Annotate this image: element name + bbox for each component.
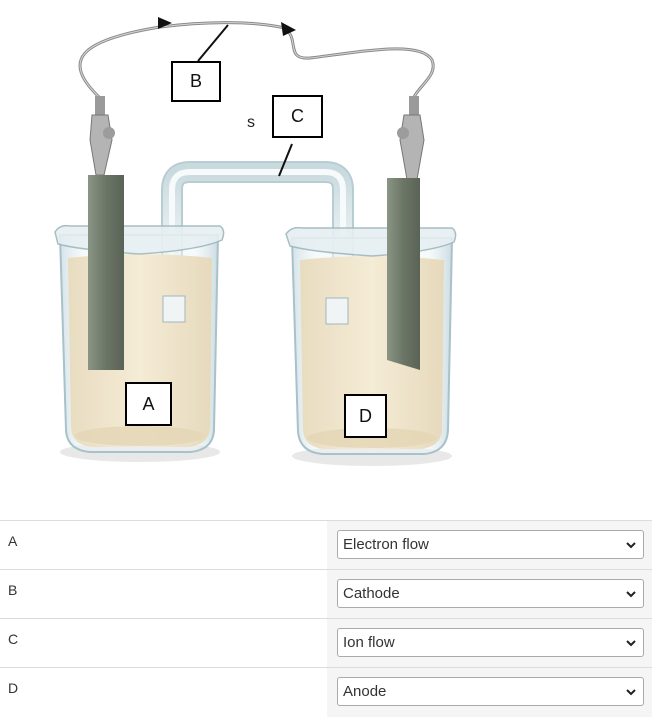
answer-select-b[interactable]: Cathode xyxy=(337,579,644,608)
diagram-art xyxy=(54,17,457,466)
selected-value: Ion flow xyxy=(343,634,395,651)
stray-text: s xyxy=(247,114,255,131)
answer-select-d[interactable]: Anode xyxy=(337,677,644,706)
selected-value: Electron flow xyxy=(343,536,429,553)
label-b: B xyxy=(171,61,221,102)
row-label: B xyxy=(0,569,327,619)
arrow-right-icon xyxy=(158,17,172,29)
label-a: A xyxy=(125,382,172,426)
table-row: A Electron flow xyxy=(0,520,652,570)
row-label: A xyxy=(0,520,327,570)
answer-select-a[interactable]: Electron flow xyxy=(337,530,644,559)
table-row: B Cathode xyxy=(0,569,652,619)
label-c: C xyxy=(272,95,323,138)
table-row: D Anode xyxy=(0,667,652,717)
table-row: C Ion flow xyxy=(0,618,652,668)
label-d: D xyxy=(344,394,387,438)
matching-table: A Electron flow B Cathode C Ion flow D xyxy=(0,520,652,717)
wire xyxy=(78,21,435,100)
chevron-down-icon xyxy=(626,541,636,548)
electrochemical-cell-diagram: B C A D s xyxy=(54,17,457,466)
chevron-down-icon xyxy=(626,688,636,695)
selected-value: Cathode xyxy=(343,585,400,602)
arrow-right-icon xyxy=(281,22,296,36)
row-label: D xyxy=(0,667,327,717)
row-label: C xyxy=(0,618,327,668)
chevron-down-icon xyxy=(626,590,636,597)
answer-select-c[interactable]: Ion flow xyxy=(337,628,644,657)
chevron-down-icon xyxy=(626,639,636,646)
selected-value: Anode xyxy=(343,683,387,700)
